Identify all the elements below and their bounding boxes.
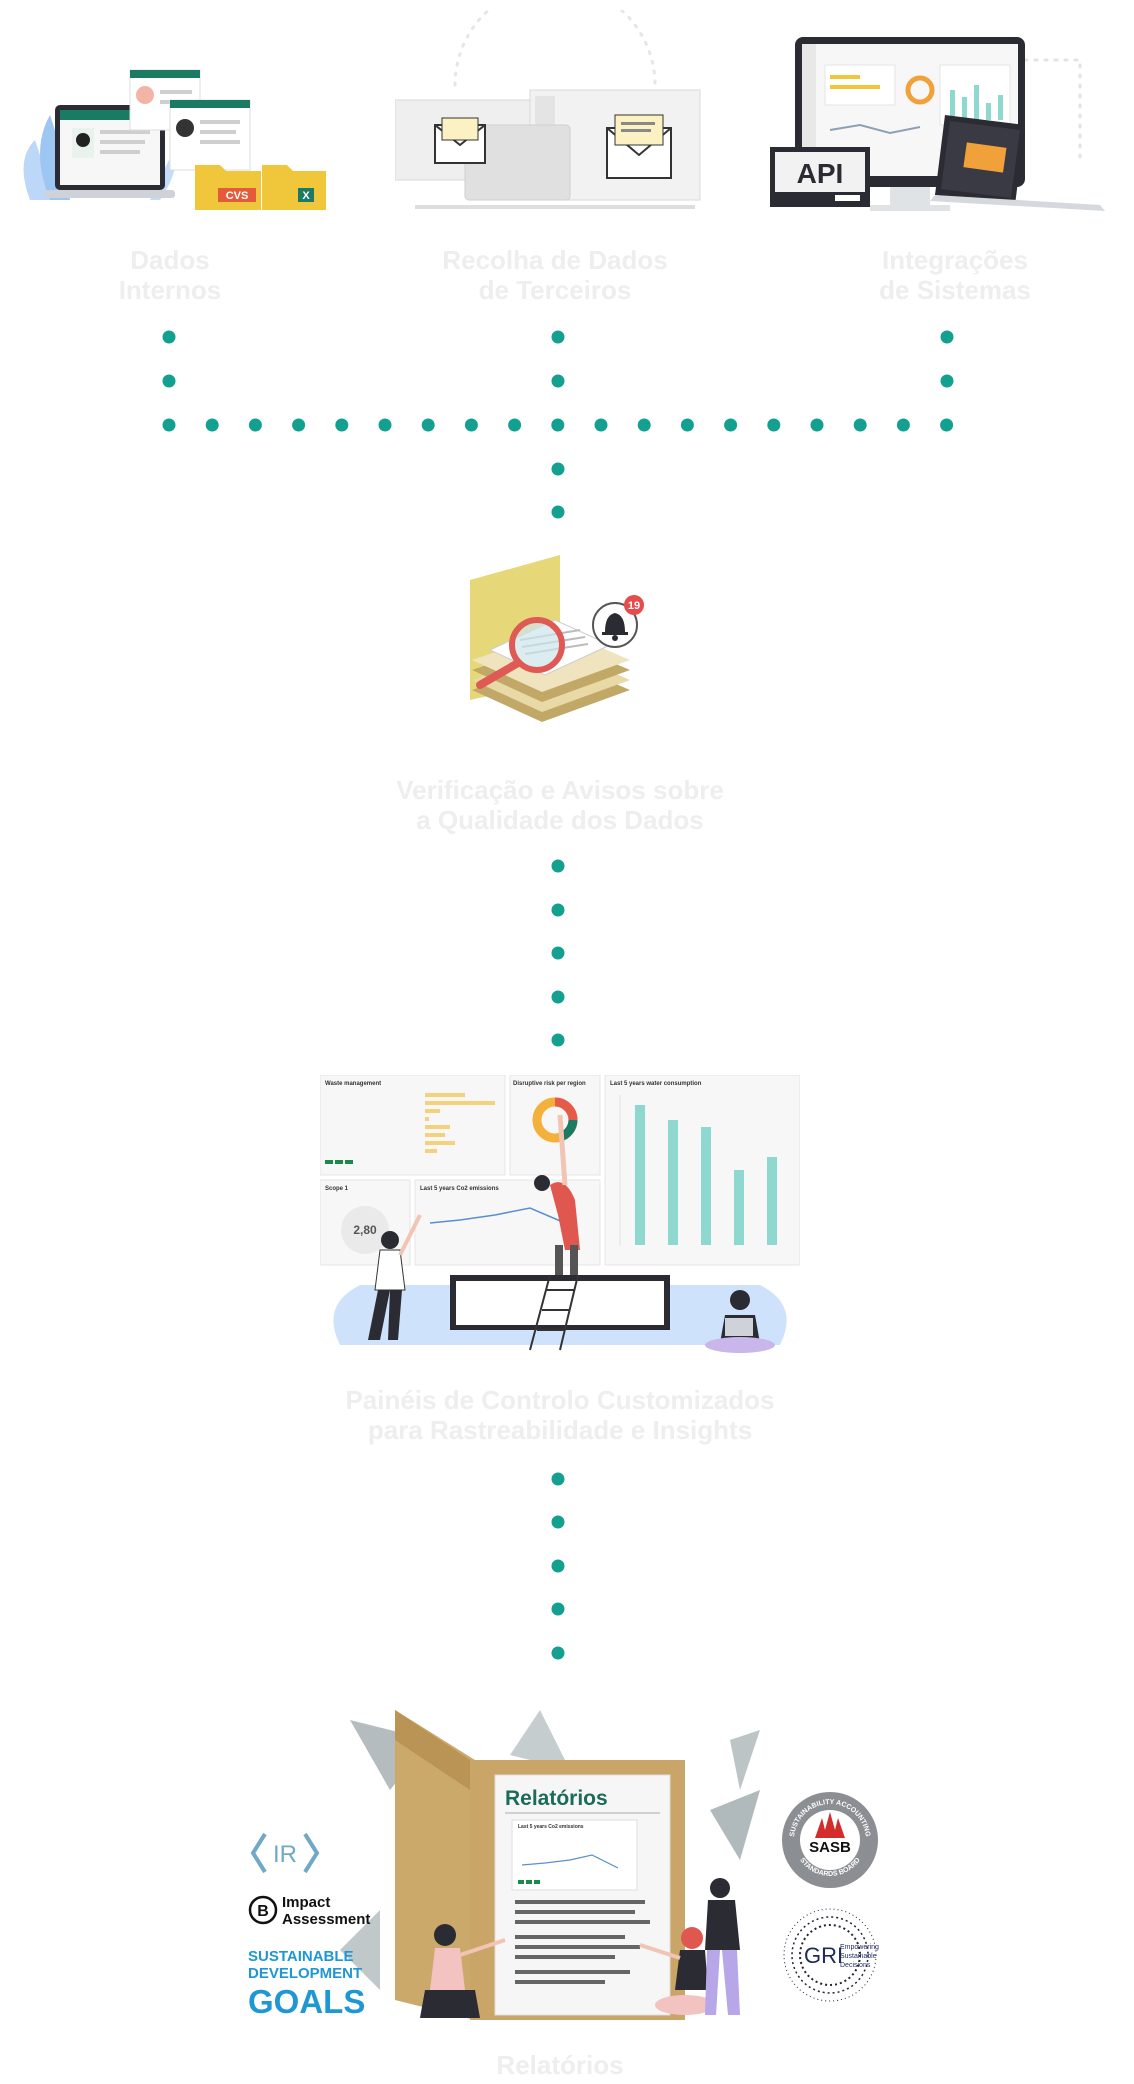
connector-dot xyxy=(162,418,176,432)
connector-dot xyxy=(421,418,435,432)
b-logo-text-2: Assessment xyxy=(282,1911,370,1928)
connector-dot xyxy=(464,418,478,432)
gri-tag-2: Sustainable xyxy=(840,1953,877,1960)
connector-dot xyxy=(940,330,954,344)
report-board-chart-title: Last 5 years Co2 emissions xyxy=(518,1824,584,1830)
connector-dot xyxy=(551,374,565,388)
source-label-internal: Dados Internos xyxy=(118,245,222,305)
connector-dot xyxy=(724,418,738,432)
connector-dot xyxy=(594,418,608,432)
connector-dot xyxy=(551,1559,565,1573)
connector-dot xyxy=(248,418,262,432)
gri-tag-3: Decisions xyxy=(840,1962,871,1969)
internal-data-illustration: CVS X xyxy=(10,60,330,211)
gri-tag-1: Empowering xyxy=(840,1944,879,1951)
connector-dot xyxy=(551,946,565,960)
water-panel-title: Last 5 years water consumption xyxy=(610,1081,702,1087)
connector-dot xyxy=(162,330,176,344)
cvs-folder-label: CVS xyxy=(226,190,249,202)
scope-panel-title: Scope 1 xyxy=(325,1186,349,1192)
system-integrations-illustration: API xyxy=(770,35,1120,220)
connector-dot xyxy=(292,418,306,432)
region-panel-title: Disruptive risk per region xyxy=(513,1081,586,1087)
third-party-data-illustration xyxy=(394,0,715,215)
connector-dot xyxy=(680,418,694,432)
scope-value: 2,80 xyxy=(353,1223,377,1237)
connector-dot xyxy=(335,418,349,432)
b-logo-text-1: Impact xyxy=(282,1894,330,1911)
connector-dot xyxy=(551,1602,565,1616)
source-label-third-party: Recolha de Dados de Terceiros xyxy=(442,245,668,305)
connector-dot xyxy=(551,1646,565,1660)
connector-dot xyxy=(637,418,651,432)
connector-dot xyxy=(551,1515,565,1529)
sasb-logo: SUSTAINABILITY ACCOUNTING STANDARDS BOAR… xyxy=(780,1790,880,1890)
connector-dot xyxy=(551,462,565,476)
b-impact-assessment-logo: B Impact Assessment xyxy=(247,1890,387,1930)
sdg-logo: SUSTAINABLE DEVELOPMENT GOALS xyxy=(246,1945,376,2020)
sdg-text-2: DEVELOPMENT xyxy=(248,1965,362,1982)
api-sign-text: API xyxy=(797,158,844,189)
gri-logo-text: GRI xyxy=(804,1943,843,1968)
connector-dot xyxy=(853,418,867,432)
excel-folder-label: X xyxy=(302,190,310,202)
report-board-title: Relatórios xyxy=(505,1787,608,1810)
connector-dot xyxy=(767,418,781,432)
data-quality-illustration: 19 xyxy=(460,550,660,745)
connector-dot xyxy=(551,903,565,917)
connector-dot xyxy=(378,418,392,432)
sasb-center-text: SASB xyxy=(809,1839,851,1856)
connector-dot xyxy=(551,505,565,519)
connector-dot xyxy=(205,418,219,432)
sdg-text-3: GOALS xyxy=(248,1983,365,2020)
ir-logo: IR xyxy=(250,1830,320,1876)
notification-count: 19 xyxy=(628,600,640,612)
b-logo-letter: B xyxy=(257,1903,269,1920)
dashboards-illustration: Waste management Disruptive risk per reg… xyxy=(319,1074,801,1355)
connector-dot xyxy=(810,418,824,432)
step-label-data-quality: Verificação e Avisos sobre a Qualidade d… xyxy=(396,775,724,835)
ir-logo-text: IR xyxy=(273,1841,297,1868)
source-label-integrations: Integrações de Sistemas xyxy=(879,245,1031,305)
connector-dot xyxy=(551,330,565,344)
connector-dot xyxy=(551,1033,565,1047)
connector-dot xyxy=(940,374,954,388)
connector-dot xyxy=(551,859,565,873)
connector-dot xyxy=(162,374,176,388)
step-label-reports: Relatórios xyxy=(496,2050,624,2080)
connector-dot xyxy=(551,990,565,1004)
connector-dot xyxy=(896,418,910,432)
connector-dot xyxy=(551,418,565,432)
connector-dot xyxy=(551,1472,565,1486)
reports-illustration: Relatórios Last 5 years Co2 emissions xyxy=(240,1700,900,2030)
connector-dot xyxy=(508,418,522,432)
waste-panel-title: Waste management xyxy=(325,1081,381,1087)
sdg-text-1: SUSTAINABLE xyxy=(248,1948,354,1965)
step-label-dashboards: Painéis de Controlo Customizados para Ra… xyxy=(345,1385,775,1445)
connector-dot xyxy=(940,418,954,432)
co2-panel-title: Last 5 years Co2 emissions xyxy=(420,1186,499,1192)
gri-logo: GRI Empowering Sustainable Decisions xyxy=(780,1905,880,2005)
